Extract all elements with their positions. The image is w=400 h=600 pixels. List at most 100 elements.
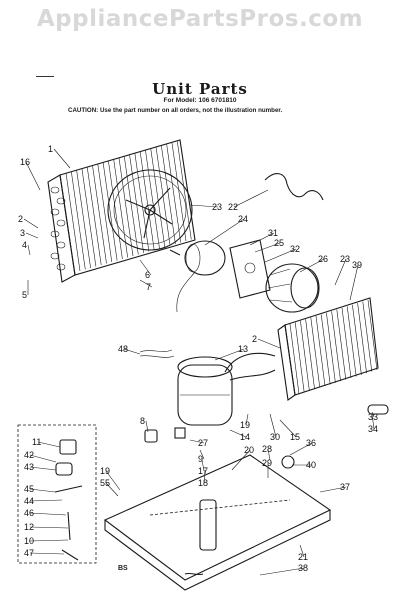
callout-c40: 40	[306, 460, 316, 470]
coil-fin	[65, 172, 81, 272]
coil-tube-end	[56, 219, 66, 227]
leader-line-c3	[25, 232, 39, 239]
coil-tube-end	[50, 252, 60, 260]
coil-fin	[155, 147, 171, 246]
callout-c23b: 23	[340, 254, 350, 264]
callout-c12: 12	[24, 522, 34, 532]
coil-tube-end	[56, 241, 66, 249]
coil-tube-end	[50, 208, 60, 216]
callout-c15: 15	[290, 432, 300, 442]
callout-c19b: 19	[100, 466, 110, 476]
evaporator-coil	[277, 297, 379, 401]
callout-c17: 17	[198, 466, 208, 476]
evaporator-fin	[289, 323, 300, 395]
leader-line-c23b	[334, 258, 347, 286]
blower-wheel	[265, 263, 320, 313]
leader-line-c32	[264, 248, 297, 263]
coil-fin	[177, 141, 192, 240]
callout-c21: 21	[298, 552, 308, 562]
callout-c27: 27	[198, 438, 208, 448]
coil-fin	[134, 153, 150, 252]
coil-fin	[102, 162, 118, 261]
clip-part	[61, 549, 79, 561]
capacitor-part	[144, 429, 158, 443]
leader-line-c8	[145, 420, 149, 433]
coil-fin	[139, 151, 155, 251]
callout-c25: 25	[274, 238, 284, 248]
callout-c45: 45	[24, 484, 34, 494]
callout-c37: 37	[340, 482, 350, 492]
leader-line-c37	[319, 486, 347, 493]
leader-line-c2b	[257, 338, 281, 349]
callout-c3: 3	[20, 228, 25, 238]
leader-line-c47	[29, 552, 65, 555]
leader-line-c30	[269, 413, 277, 438]
callout-c29: 29	[262, 458, 272, 468]
leader-line-c15	[279, 419, 297, 438]
coil-fin	[150, 148, 166, 248]
leader-line-c17	[201, 459, 205, 472]
callout-c22: 22	[228, 202, 238, 212]
leader-line-c28	[267, 448, 271, 461]
evaporator-fin	[336, 309, 347, 380]
callout-c36: 36	[306, 438, 316, 448]
coil-fin	[108, 160, 123, 260]
page-mark-dash	[36, 76, 54, 77]
leader-line-c26	[299, 258, 325, 273]
coil-tube-end	[50, 186, 60, 194]
fan-motor	[169, 240, 226, 313]
drain-hose-part	[184, 572, 204, 576]
callout-c9: 9	[198, 454, 203, 464]
callout-c28: 28	[262, 444, 272, 454]
leader-line-c39	[349, 264, 359, 301]
callout-c16: 16	[20, 157, 30, 167]
coil-fin	[161, 145, 176, 245]
coil-tube-end	[56, 263, 66, 271]
evaporator-fin	[367, 299, 378, 371]
leader-line-c22	[233, 189, 269, 208]
wire-harness	[139, 349, 175, 358]
evaporator-fin	[346, 306, 357, 377]
leader-line-c4	[27, 244, 31, 256]
leader-line-c38	[259, 567, 305, 576]
callout-c47: 47	[24, 548, 34, 558]
evaporator-fin	[352, 304, 362, 375]
bracket-part	[54, 485, 83, 493]
evaporator-fin	[294, 322, 305, 393]
coil-tube-end	[50, 230, 60, 238]
evaporator-fin	[315, 315, 326, 387]
evaporator-fin	[357, 303, 367, 374]
leader-line-c43	[29, 466, 57, 471]
grommet-part	[281, 455, 295, 469]
condenser-coil	[47, 139, 196, 283]
leader-line-c23a	[189, 204, 219, 208]
drain-part	[367, 404, 389, 415]
leader-line-c55	[105, 482, 119, 497]
callout-c23a: 23	[212, 202, 222, 212]
coil-fin	[171, 142, 187, 242]
parts-inset-box	[17, 424, 97, 564]
leader-line-c16	[25, 161, 41, 191]
leader-line-c7	[139, 279, 153, 288]
evaporator-fin	[310, 317, 321, 388]
coil-fin	[76, 169, 91, 269]
leader-line-c33	[371, 411, 375, 418]
leader-line-c31	[249, 232, 275, 246]
callout-c19a: 19	[240, 420, 250, 430]
coil-fin	[166, 144, 181, 243]
motor-bracket	[229, 239, 271, 299]
leader-line-c42	[29, 454, 57, 463]
leader-line-c9	[199, 449, 205, 460]
evaporator-fin	[300, 320, 310, 391]
page-title: Unit Parts	[152, 80, 248, 98]
leader-line-c24	[204, 218, 245, 246]
callout-c8: 8	[140, 416, 145, 426]
leader-line-c27	[189, 439, 205, 444]
callout-c38: 38	[298, 563, 308, 573]
coil-fin	[86, 166, 102, 266]
fan-shroud	[107, 169, 193, 251]
callout-c13: 13	[238, 344, 248, 354]
callout-c46: 46	[24, 508, 34, 518]
leader-line-c1	[53, 148, 71, 169]
